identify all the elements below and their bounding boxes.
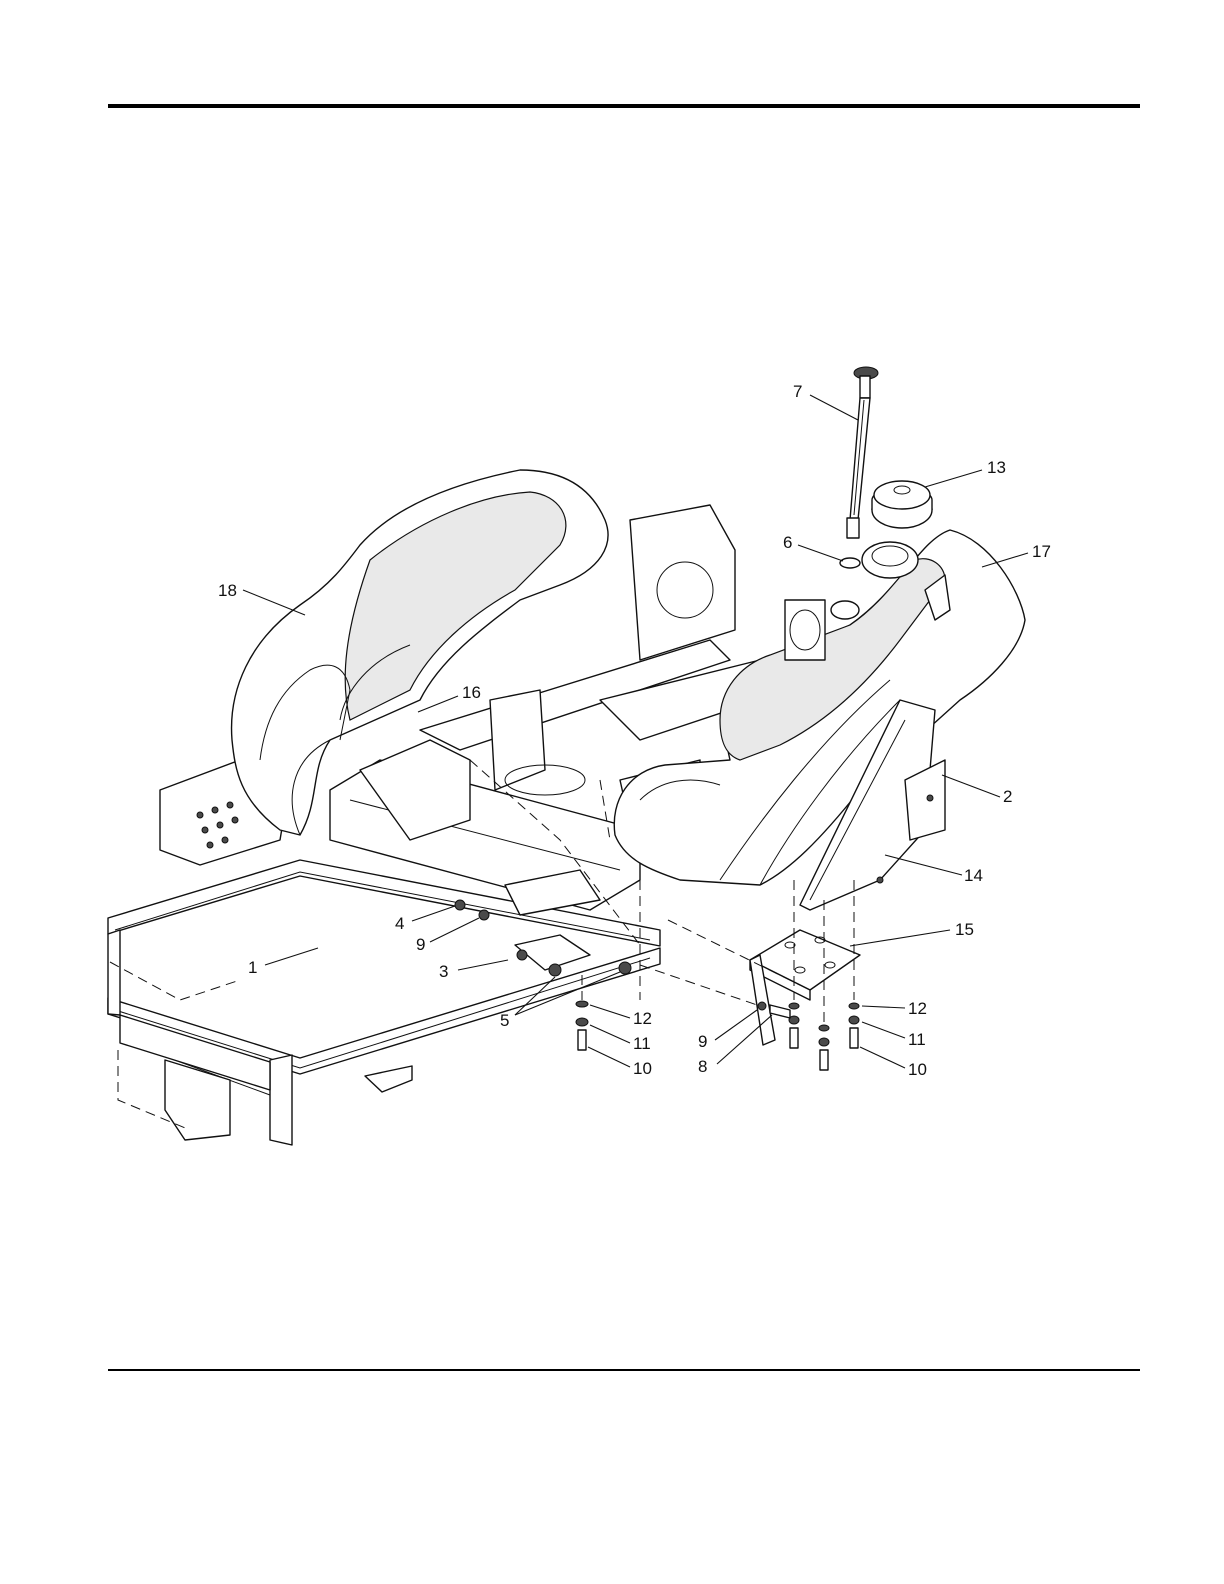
footer-rule [108, 1369, 1140, 1371]
callout-11-left: 11 [633, 1034, 651, 1053]
callout-12-right: 12 [908, 999, 927, 1018]
grommet [840, 558, 860, 568]
fuel-cap [872, 481, 932, 528]
callout-15: 15 [955, 920, 974, 939]
callout-7: 7 [793, 382, 802, 401]
callout-14: 14 [964, 866, 983, 885]
callout-6: 6 [783, 533, 792, 552]
callout-11-right: 11 [908, 1030, 926, 1049]
callout-10-right: 10 [908, 1060, 927, 1079]
mounting-bracket [750, 930, 860, 1045]
callout-9-right: 9 [698, 1032, 707, 1051]
callout-8: 8 [698, 1057, 707, 1076]
callout-4: 4 [395, 914, 404, 933]
callout-13: 13 [987, 458, 1006, 477]
callout-5: 5 [500, 1011, 509, 1030]
callout-9-left: 9 [416, 935, 425, 954]
callout-10-left: 10 [633, 1059, 652, 1078]
callout-1: 1 [248, 958, 257, 977]
callout-2: 2 [1003, 787, 1012, 806]
callout-18: 18 [218, 581, 237, 600]
callout-12-left: 12 [633, 1009, 652, 1028]
callout-17: 17 [1032, 542, 1051, 561]
callout-16: 16 [462, 683, 481, 702]
callout-3: 3 [439, 962, 448, 981]
